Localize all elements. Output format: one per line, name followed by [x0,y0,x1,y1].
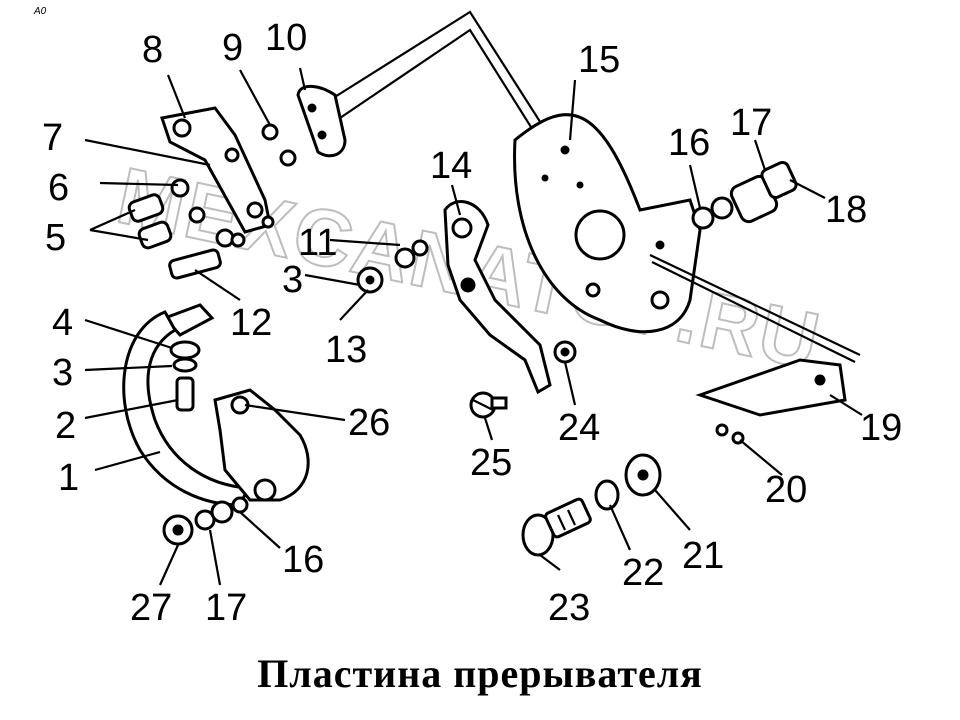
part-labels: 8 9 10 15 7 16 17 14 6 18 5 11 3 12 4 13… [42,17,902,629]
label-11: 11 [298,222,337,264]
label-12: 12 [230,302,272,344]
parts-2-4 [162,303,215,412]
washers-11 [394,239,429,269]
label-17-right: 17 [730,102,772,144]
label-3-left: 3 [52,352,73,394]
label-18: 18 [825,189,867,231]
nuts-9 [261,123,297,167]
screws-5-6 [127,178,246,250]
label-19: 19 [860,407,902,449]
label-25: 25 [470,442,512,484]
label-9: 9 [222,27,243,69]
screw-25 [469,391,508,419]
label-10: 10 [265,17,307,59]
fasteners-16-18 [691,160,798,230]
leader-lines [84,67,863,586]
bracket-10 [296,84,347,158]
breaker-plate [329,10,861,363]
washers-21-22 [594,453,662,511]
label-20: 20 [765,469,807,511]
label-17-left: 17 [205,587,247,629]
label-1: 1 [58,457,79,499]
label-22: 22 [622,552,664,594]
wire-end-19 [695,358,847,417]
bracket-8 [160,106,275,234]
label-14: 14 [430,145,472,187]
label-2: 2 [55,405,76,447]
screw-24 [553,340,577,364]
nut-13 [356,266,384,294]
label-13: 13 [325,329,367,371]
diagram-caption: Пластина прерывателя [257,651,703,696]
screws-20 [715,423,745,445]
cam-26 [213,388,310,502]
screw-12 [168,248,222,280]
label-15: 15 [578,39,620,81]
label-3-top: 3 [282,259,303,301]
label-24: 24 [558,407,600,449]
label-4: 4 [52,302,73,344]
label-21: 21 [682,535,724,577]
label-26: 26 [348,402,390,444]
label-27: 27 [130,587,172,629]
screw-23 [521,497,592,557]
corner-mark: A0 [34,6,47,17]
label-23: 23 [548,587,590,629]
label-5: 5 [45,217,66,259]
label-7: 7 [42,117,63,159]
label-16-right: 16 [668,122,710,164]
fasteners-16-17-27 [162,496,249,546]
label-6: 6 [48,167,69,209]
label-16-left: 16 [282,539,324,581]
label-8: 8 [142,29,163,71]
